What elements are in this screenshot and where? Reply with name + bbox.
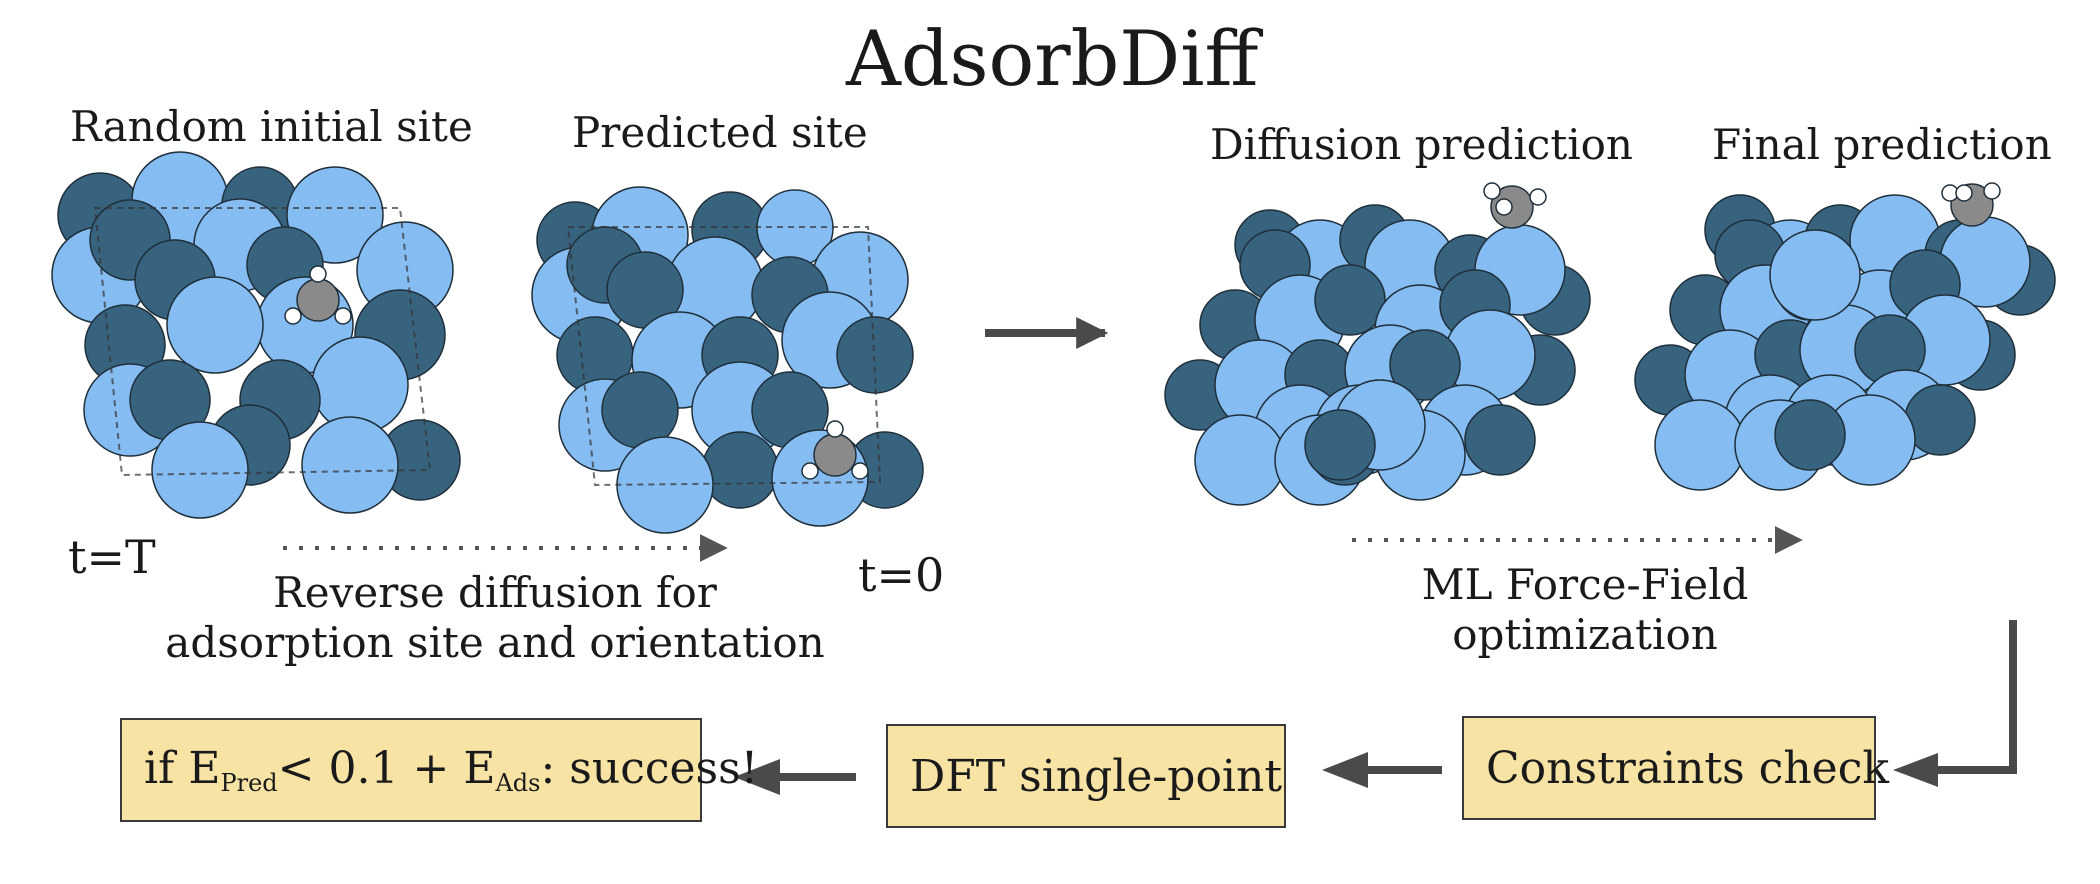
surface-atom	[301, 416, 399, 514]
adsorbate-hydrogen-atom	[801, 462, 819, 480]
adsorbate-hydrogen-atom	[284, 307, 302, 325]
mlff-line1: ML Force-Field	[1421, 560, 1749, 609]
surface-atom	[1464, 404, 1536, 476]
reverse-diffusion-line1: Reverse diffusion for	[273, 568, 717, 617]
time-label-start: t=T	[68, 530, 156, 584]
dft-single-point-label: DFT single-point	[910, 750, 1283, 802]
adsorbate-hydrogen-atom	[826, 420, 844, 438]
adsorbate-hydrogen-atom	[1955, 184, 1973, 202]
success-suffix: : success!	[540, 743, 759, 794]
success-mid: < 0.1 + E	[277, 743, 496, 794]
surface-atom	[1774, 399, 1846, 471]
label-predicted-site: Predicted site	[572, 108, 868, 157]
final-prediction-cluster	[1634, 182, 2056, 491]
surface-atom	[151, 421, 249, 519]
diffusion-prediction-cluster	[1164, 182, 1591, 506]
adsorbate-center-atom	[813, 433, 857, 477]
adsorbate-hydrogen-atom	[851, 462, 869, 480]
adsorbate-hydrogen-atom	[334, 307, 352, 325]
unit-cell-outline	[93, 207, 432, 477]
elbow-arrow-head	[1893, 753, 1938, 787]
adsorbate-center-atom	[296, 278, 340, 322]
surface-atom	[166, 276, 264, 374]
constraints-check-box: Constraints check	[1462, 716, 1889, 820]
time-label-end: t=0	[858, 548, 945, 602]
unit-cell-outline	[566, 226, 882, 487]
surface-atom	[1654, 399, 1746, 491]
reverse-diffusion-line2: adsorption site and orientation	[165, 618, 825, 667]
arrow-dft-to-success-head	[734, 759, 780, 795]
surface-atom	[1304, 409, 1376, 481]
adsorbate-hydrogen-atom	[309, 265, 327, 283]
surface-atom	[1769, 229, 1861, 321]
arrow-constraints-to-dft-head	[1322, 752, 1368, 788]
surface-atom	[1314, 264, 1386, 336]
label-random-initial-site: Random initial site	[70, 102, 473, 151]
dft-single-point-box: DFT single-point	[886, 724, 1286, 828]
elbow-arrow	[1915, 620, 2017, 774]
success-sub-ads: Ads	[495, 769, 541, 797]
label-final-prediction: Final prediction	[1712, 120, 2052, 169]
diagram-title: AdsorbDiff	[846, 14, 1259, 103]
success-prefix: if E	[144, 743, 221, 794]
adsorbate-hydrogen-atom	[1983, 182, 2001, 200]
mlff-line2: optimization	[1452, 610, 1718, 659]
label-diffusion-prediction: Diffusion prediction	[1210, 120, 1633, 169]
adsorbate-hydrogen-atom	[1529, 188, 1547, 206]
constraints-check-label: Constraints check	[1486, 742, 1890, 794]
surface-atom	[701, 431, 779, 509]
success-sub-pred: Pred	[220, 769, 278, 797]
random-initial-site-cluster	[51, 151, 461, 519]
success-condition-label: if EPred< 0.1 + EAds: success!	[144, 743, 758, 797]
surface-atom	[1194, 414, 1286, 506]
success-condition-box: if EPred< 0.1 + EAds: success!	[120, 718, 758, 822]
predicted-site-cluster	[531, 186, 924, 534]
surface-atom	[1389, 329, 1461, 401]
adsorbate-hydrogen-atom	[1495, 198, 1513, 216]
adsorbate-hydrogen-atom	[1483, 182, 1501, 200]
